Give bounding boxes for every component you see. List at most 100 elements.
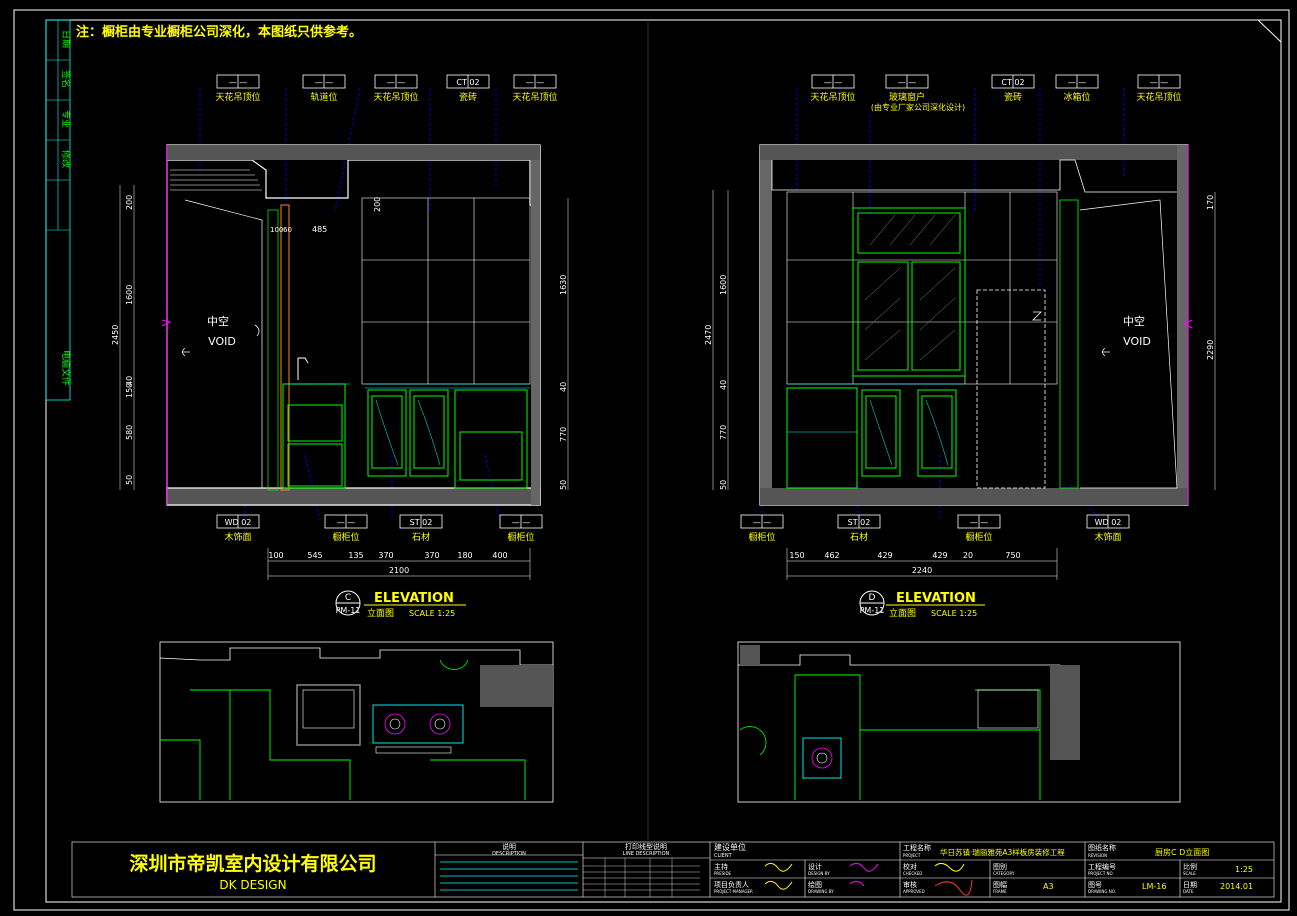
d-plan-column: [1050, 665, 1080, 760]
d-floor-slab: [760, 488, 1188, 505]
frame-label-en: FRAME: [993, 889, 1007, 894]
c-title-letter: C: [345, 593, 351, 603]
role-preside-en: PRESIDE: [714, 871, 732, 876]
c-dim-b-3: 135: [348, 551, 363, 560]
c-btag-label-1: 木饰面: [224, 531, 251, 543]
date-label: 日期: [1183, 881, 1197, 889]
drawing-no: LM-16: [1142, 882, 1166, 891]
d-plan-stove: [802, 737, 842, 779]
drawing-name-label: 图纸名称: [1088, 843, 1116, 852]
d-btag-label-4: 木饰面: [1094, 531, 1121, 543]
project-no-label-en: PROJECT NO.: [1088, 871, 1114, 876]
project-name: 华日苏镇·瑞丽雅苑A3样板房装修工程: [940, 847, 1065, 857]
c-dim-left-3: 2450: [111, 325, 120, 345]
d-left-wall: [760, 145, 772, 505]
d-dim-right-1: 2290: [1206, 340, 1215, 360]
scale-label-en: SCALE: [1183, 871, 1196, 876]
d-tag-label-3: 瓷砖: [1004, 91, 1022, 103]
d-plan-fixtures: [794, 674, 1041, 800]
c-void-en: VOID: [208, 335, 236, 348]
d-window-glass: [864, 214, 956, 361]
d-dim-b-2: 462: [824, 551, 839, 560]
d-tag-code-4: — —: [1068, 78, 1087, 87]
category-label-en: CATEGORY: [993, 871, 1015, 876]
side-label-revise: 修改: [60, 150, 72, 168]
d-btag-code-4: WD 02: [1095, 518, 1122, 527]
d-btag-label-1: 橱柜位: [748, 531, 775, 543]
company-name: 深圳市帝凯室内设计有限公司: [129, 852, 376, 875]
d-tag-code-1: — —: [824, 78, 843, 87]
d-dim-right-2: 170: [1206, 195, 1215, 210]
c-dim-right-3: 770: [559, 427, 568, 442]
d-dim-b-6: 750: [1005, 551, 1020, 560]
d-dim-left-5: 50: [719, 480, 728, 490]
side-strip-labels: 日期 签名 专业 修改 电脑文件: [60, 30, 72, 386]
elevation-d-top-tags: [811, 74, 1181, 89]
c-dim-left-7: 50: [125, 475, 134, 485]
c-bottom-tag-boxes: [216, 514, 543, 529]
d-btag-code-2: ST 02: [848, 518, 871, 527]
c-btag-label-2: 橱柜位: [332, 531, 359, 543]
side-label-date: 日期: [60, 30, 71, 48]
c-scale: SCALE 1:25: [409, 609, 455, 618]
c-dim-left-5: 40: [125, 376, 134, 386]
c-title: ELEVATION: [374, 591, 454, 606]
c-ceiling-slab: [167, 145, 540, 160]
c-dim-inner-1: 100: [270, 226, 283, 234]
c-tag-label-3: 天花吊顶位: [373, 91, 418, 103]
c-cabinet-lines: [283, 383, 530, 466]
role-preside: 主持: [714, 862, 728, 871]
side-label-major: 专业: [60, 110, 72, 128]
c-dim-inner-4: 200: [373, 197, 382, 212]
c-dim-right-1: 1630: [559, 275, 568, 295]
c-dim-total: 2100: [389, 566, 409, 575]
c-void-area: [184, 199, 263, 489]
c-dim-b-7: 400: [492, 551, 507, 560]
c-tag-code-3: — —: [387, 78, 406, 87]
d-tag-label-2: 玻璃窗户: [889, 91, 925, 103]
role-design-en: DESIGN BY: [808, 871, 830, 876]
d-void-cn: 中空: [1123, 314, 1145, 328]
elevation-c: — — — — — — CT 02 — — 天花吊顶位 轨道位 天花吊顶位 瓷砖…: [111, 74, 569, 803]
d-base-cabinets: [786, 387, 957, 489]
elevation-d: — — — — CT 02 — — — — 天花吊顶位 玻璃窗户 (由专业厂家公…: [704, 74, 1216, 803]
d-right-wall: [1177, 145, 1188, 505]
role-checked-en: CHECKED: [903, 871, 922, 876]
d-window: [852, 207, 966, 377]
role-approved: 审核: [903, 880, 917, 889]
c-title-sheet: PM-11: [336, 606, 361, 615]
c-dim-b-1: 100: [268, 551, 283, 560]
d-dim-b-1: 150: [789, 551, 804, 560]
print-head-en: LINE DESCRIPTION: [623, 851, 670, 857]
c-dim-right-4: 50: [559, 480, 568, 490]
d-tag-code-3: CT 02: [1001, 78, 1024, 87]
c-dim-left-2: 1600: [125, 285, 134, 305]
sheet-note: 注：橱柜由专业橱柜公司深化，本图纸只供参考。: [76, 24, 362, 40]
desc-lines: [440, 861, 578, 891]
d-tag-label-4: 冰箱位: [1063, 91, 1090, 103]
role-drawing: 绘图: [808, 880, 822, 889]
d-dim-left-4: 770: [719, 425, 728, 440]
role-checked: 校对: [903, 862, 917, 871]
c-btag-code-1: WD 02: [225, 518, 252, 527]
c-tag-code-5: — —: [526, 78, 545, 87]
d-dim-left-2: 2470: [704, 325, 713, 345]
frame-value: A3: [1043, 882, 1054, 891]
scale-label: 比例: [1183, 862, 1197, 871]
role-drawing-en: DRAWING BY: [808, 889, 834, 894]
d-btag-code-1: — —: [753, 518, 772, 527]
c-btag-label-3: 石材: [412, 531, 430, 543]
print-head: 打印线型说明: [625, 842, 667, 851]
d-tag-label-5: 天花吊顶位: [1136, 91, 1181, 103]
d-fridge: [976, 289, 1046, 489]
category-label: 图别: [993, 862, 1007, 871]
d-dim-total: 2240: [912, 566, 932, 575]
drawing-name-label-en: REVISION: [1088, 853, 1107, 858]
c-tile-grid: [361, 197, 531, 385]
c-dims-bottom: [267, 548, 531, 580]
project-no-label: 工程编号: [1088, 862, 1116, 871]
side-label-file: 电脑文件: [60, 350, 72, 386]
c-btag-code-2: — —: [337, 518, 356, 527]
c-dim-left-6: 580: [125, 425, 134, 440]
